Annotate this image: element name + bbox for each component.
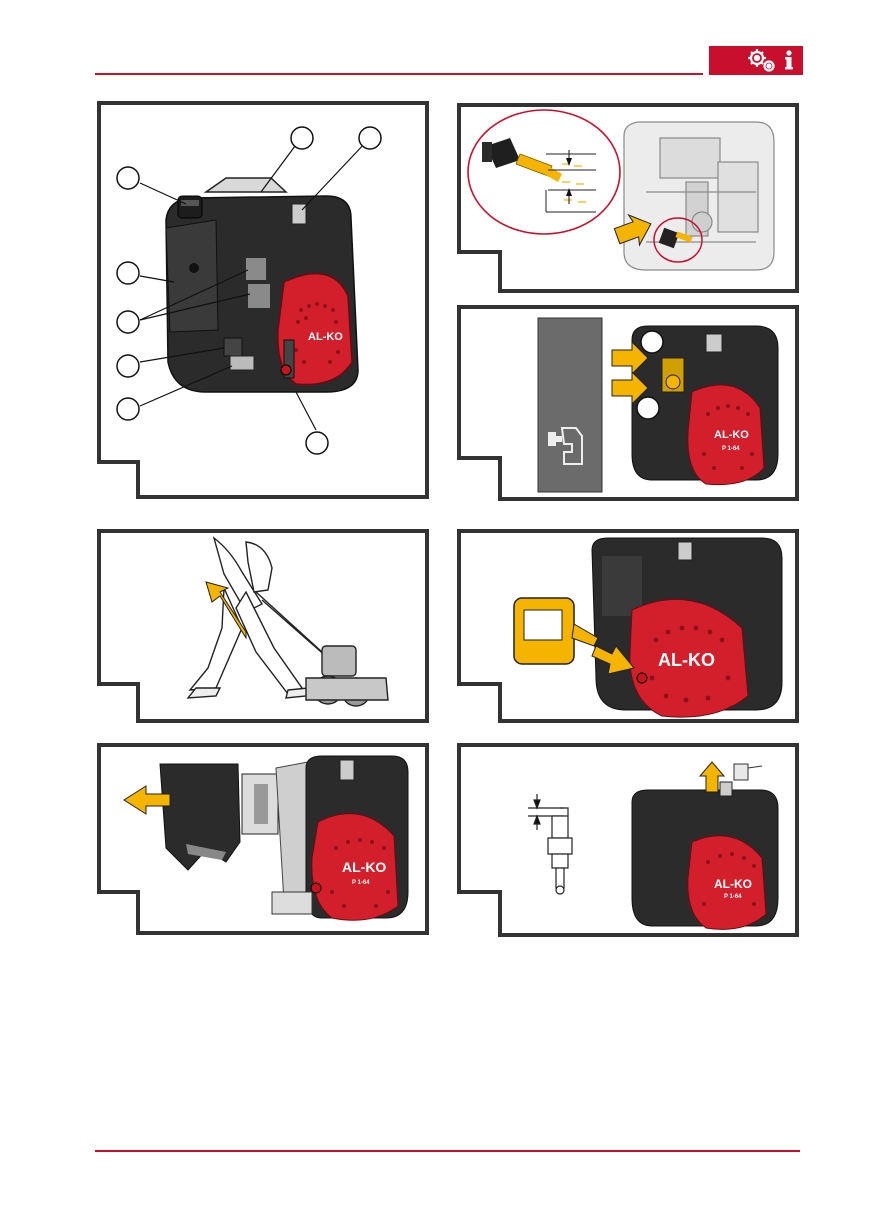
model-label: P 1-64 (724, 894, 742, 900)
choke-gauge (538, 318, 602, 492)
callout-2 (637, 397, 659, 419)
info-icon (785, 50, 793, 69)
figure-oil-level (456, 102, 800, 294)
callout-1 (641, 331, 663, 353)
callout-8 (306, 432, 328, 454)
callout-2 (291, 127, 313, 149)
model-label: P 1-64 (352, 880, 370, 886)
callout-6 (117, 355, 139, 377)
callout-5 (117, 311, 139, 333)
engine-illustration: AL-KO (166, 178, 358, 392)
engine-illustration: AL-KO (592, 538, 782, 717)
engine-illustration: AL-KO P 1-64 (632, 782, 778, 929)
header-rule (95, 73, 703, 75)
header-badge (709, 46, 803, 75)
figure-oil-fill: AL-KO (456, 528, 800, 724)
model-label: P 1-64 (722, 446, 740, 452)
brand-logo-text: AL-KO (714, 877, 752, 891)
magnified-dipstick (468, 110, 620, 234)
callout-7 (117, 398, 139, 420)
brand-logo-text: AL-KO (308, 331, 343, 343)
choke-symbol-icon (548, 432, 556, 446)
figure-spark-plug: AL-KO P 1-64 (456, 742, 800, 938)
engine-cutaway (624, 122, 774, 270)
brand-logo-text: AL-KO (714, 429, 749, 441)
brand-logo-text: AL-KO (342, 859, 386, 875)
figure-engine-overview: AL-KO (96, 100, 430, 500)
gears-icon (748, 49, 774, 71)
figure-air-filter: AL-KO P 1-64 (96, 742, 430, 936)
callout-3 (359, 127, 381, 149)
figure-fuel-choke: AL-KO P 1-64 (456, 304, 800, 502)
callout-1 (117, 167, 139, 189)
footer-rule (95, 1150, 800, 1152)
air-filter-cover (160, 764, 240, 870)
callout-4 (117, 262, 139, 284)
brand-logo-text: AL-KO (658, 650, 715, 670)
figure-start-pull (96, 528, 430, 724)
